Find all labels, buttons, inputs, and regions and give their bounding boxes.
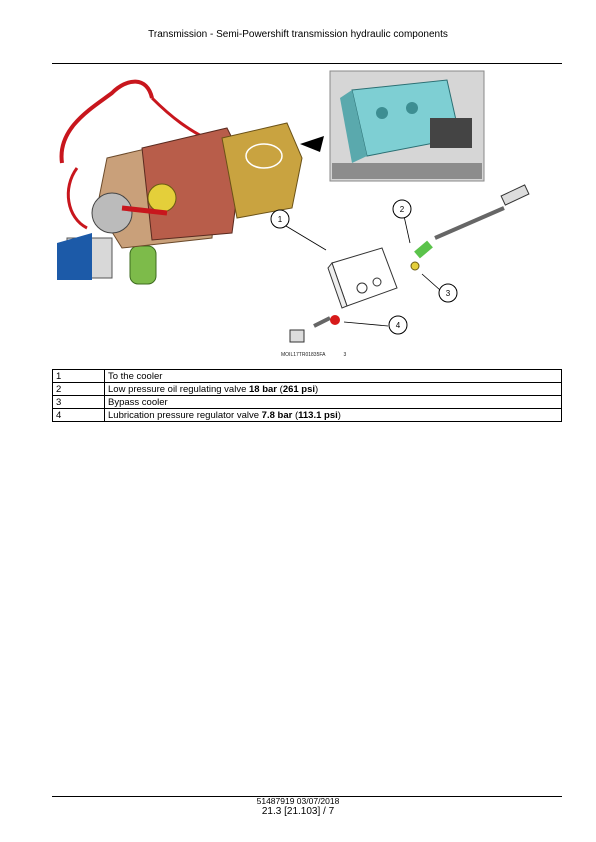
exploded-valve-view <box>285 184 530 343</box>
hydraulic-block-inset <box>329 70 485 182</box>
legend-num: 4 <box>52 408 105 422</box>
footer-rule <box>52 796 562 797</box>
legend-text: Lubrication pressure regulator valve 7.8… <box>104 408 562 422</box>
callout-1: 1 <box>270 209 290 229</box>
legend-text: Bypass cooler <box>104 395 562 409</box>
legend-num: 2 <box>52 382 105 396</box>
callout-4-label: 4 <box>396 321 401 330</box>
legend-text: Low pressure oil regulating valve 18 bar… <box>104 382 562 396</box>
legend-text: To the cooler <box>104 369 562 383</box>
legend-table: 1 To the cooler 2 Low pressure oil regul… <box>52 369 562 422</box>
footer-doc-ref: 51487919 03/07/2018 <box>256 796 340 806</box>
page-header-title: Transmission - Semi-Powershift transmiss… <box>148 29 448 40</box>
legend-num: 1 <box>52 369 105 383</box>
callout-1-label: 1 <box>278 215 283 224</box>
callout-2: 2 <box>392 199 412 219</box>
table-row: 3 Bypass cooler <box>52 395 562 409</box>
header-rule <box>52 63 562 64</box>
callout-3-label: 3 <box>446 289 451 298</box>
figure-caption: MOIL17TR01835FA 3 <box>281 352 346 358</box>
callout-3: 3 <box>438 283 458 303</box>
table-row: 2 Low pressure oil regulating valve 18 b… <box>52 382 562 396</box>
callout-4: 4 <box>388 315 408 335</box>
callout-2-label: 2 <box>400 205 405 214</box>
footer-page-ref: 21.3 [21.103] / 7 <box>261 806 335 817</box>
legend-num: 3 <box>52 395 105 409</box>
transmission-assembly-illustration <box>57 79 324 285</box>
table-row: 1 To the cooler <box>52 369 562 383</box>
figure-number: 3 <box>343 352 347 358</box>
table-row: 4 Lubrication pressure regulator valve 7… <box>52 408 562 422</box>
transmission-figure: 1 2 3 4 <box>52 68 562 368</box>
figure-code: MOIL17TR01835FA <box>281 352 326 358</box>
